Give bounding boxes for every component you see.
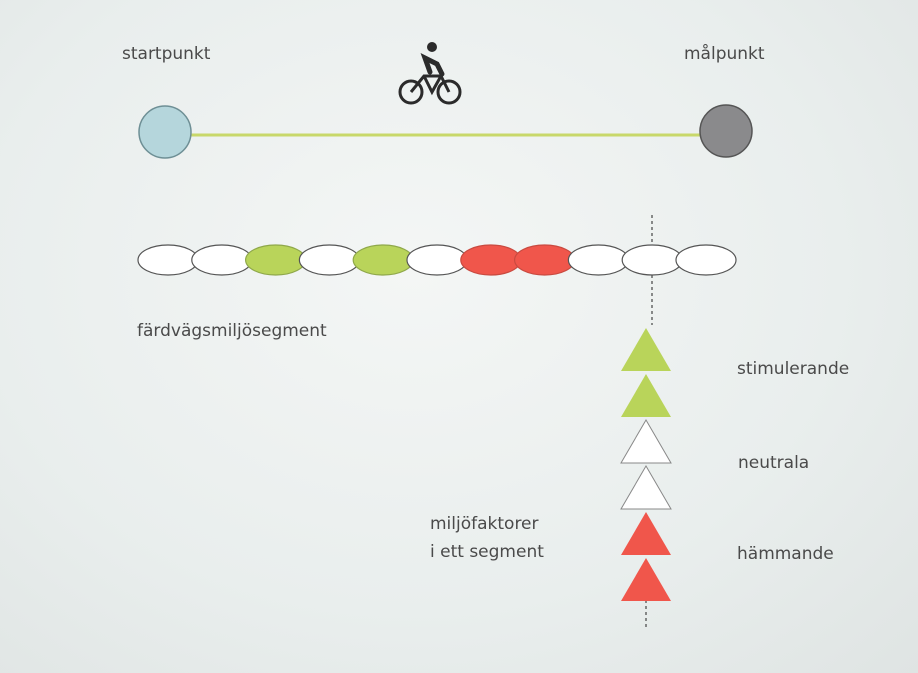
factor-triangle-inhibiting bbox=[621, 558, 671, 601]
factor-triangle-neutral bbox=[620, 465, 672, 510]
goal-label: målpunkt bbox=[684, 44, 765, 64]
segment-stimulating bbox=[352, 244, 414, 276]
segment-neutral bbox=[406, 244, 468, 276]
inhibiting-label: hämmande bbox=[737, 544, 834, 564]
factors-label-line2: i ett segment bbox=[430, 542, 544, 562]
segment-inhibiting bbox=[460, 244, 522, 276]
segment-neutral bbox=[191, 244, 253, 276]
stimulating-label: stimulerande bbox=[737, 359, 850, 379]
factor-triangle-stimulating bbox=[621, 328, 671, 371]
segment-neutral bbox=[675, 244, 737, 276]
factor-triangle-stimulating bbox=[621, 374, 671, 417]
segment-neutral bbox=[621, 244, 683, 276]
start-label: startpunkt bbox=[122, 44, 211, 64]
bicycle-icon bbox=[398, 42, 462, 105]
goal-point bbox=[699, 104, 753, 158]
segment-stimulating bbox=[245, 244, 307, 276]
segment-chain bbox=[137, 244, 737, 276]
start-point bbox=[138, 105, 192, 159]
factors-label-line1: miljöfaktorer bbox=[430, 514, 539, 534]
segment-inhibiting bbox=[513, 244, 576, 276]
segment-neutral bbox=[137, 244, 199, 276]
factor-triangle-neutral bbox=[620, 419, 672, 464]
segment-neutral bbox=[567, 244, 630, 276]
factor-triangle-inhibiting bbox=[621, 512, 671, 555]
segment-neutral bbox=[298, 244, 360, 276]
neutral-label: neutrala bbox=[738, 453, 810, 473]
segments-label: färdvägsmiljösegment bbox=[137, 321, 327, 341]
factor-stack bbox=[620, 328, 672, 601]
